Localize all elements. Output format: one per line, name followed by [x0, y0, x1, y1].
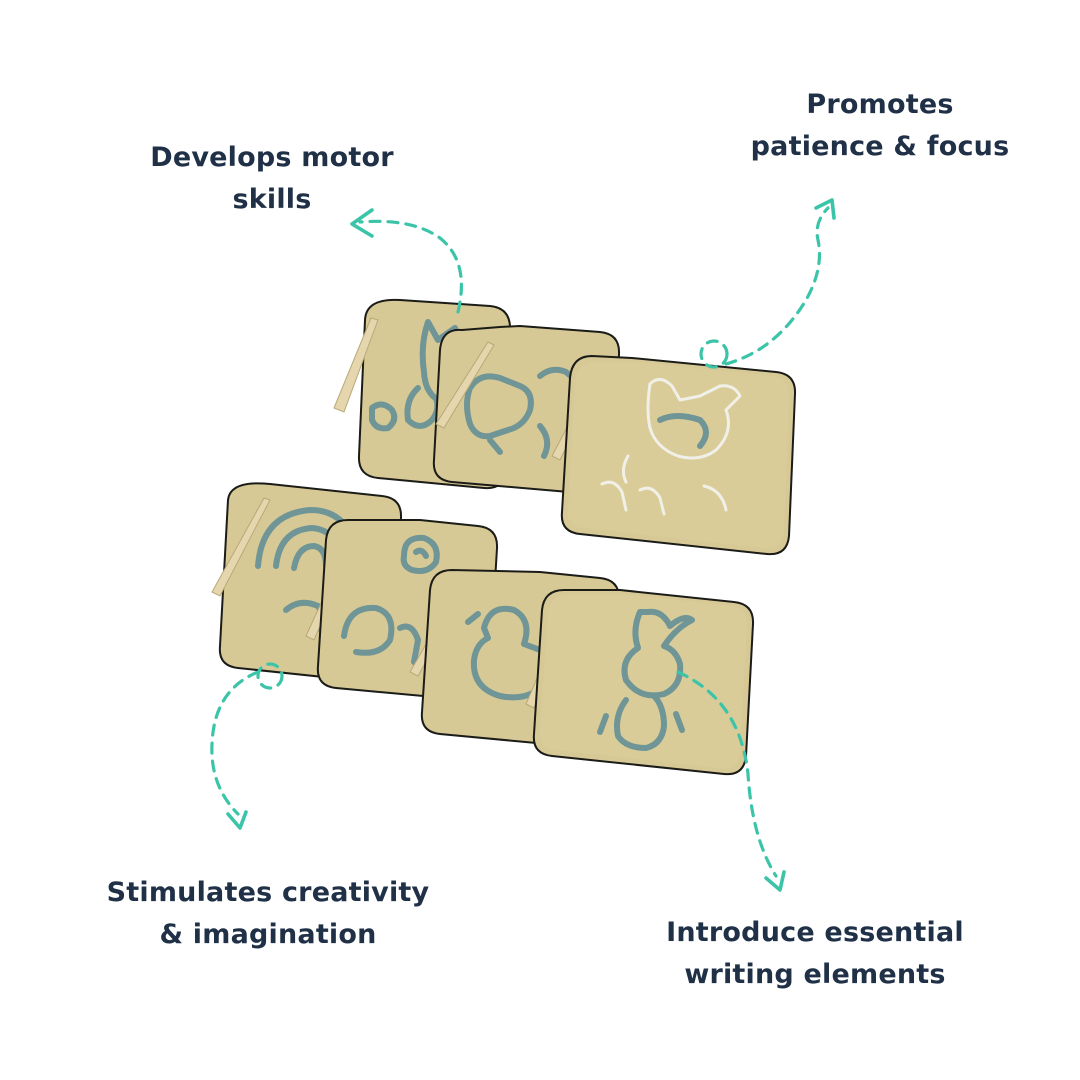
benefit-label-line: writing elements — [684, 959, 946, 990]
arrow-patience-focus — [699, 198, 836, 369]
arrow-motor-skills — [350, 208, 464, 314]
arrowhead-icon — [350, 208, 374, 238]
stylus-stick — [211, 497, 271, 597]
benefit-label-line: Develops motor — [150, 142, 394, 173]
arrowhead-icon — [814, 198, 836, 220]
donkey-stencil-board — [560, 354, 797, 556]
top-stencil-set — [333, 298, 797, 556]
benefit-label-line: Stimulates creativity — [106, 877, 430, 908]
stylus-stick — [435, 341, 495, 429]
stylus-stick — [333, 317, 379, 413]
arrow-writing — [676, 670, 786, 892]
benefit-label-patience-focus: Promotes patience & focus — [720, 84, 1040, 168]
benefit-label-line: Introduce essential — [666, 917, 964, 948]
benefit-label-creativity: Stimulates creativity & imagination — [88, 872, 448, 956]
benefit-label-motor-skills: Develops motor skills — [112, 137, 432, 221]
benefit-label-line: patience & focus — [750, 131, 1010, 162]
bunny-stencil-board — [532, 589, 755, 776]
arrowhead-icon — [226, 810, 248, 830]
benefit-label-line: Promotes — [806, 89, 954, 120]
benefit-label-line: & imagination — [159, 919, 377, 950]
arrowhead-icon — [764, 870, 786, 892]
benefit-label-line: skills — [232, 184, 312, 215]
benefit-label-writing: Introduce essential writing elements — [640, 912, 990, 996]
arrow-creativity — [210, 662, 284, 830]
bottom-stencil-set — [211, 482, 755, 776]
